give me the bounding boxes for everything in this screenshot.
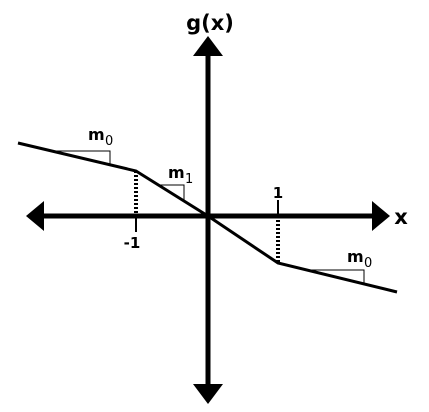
y-axis (193, 36, 223, 404)
y-axis-label: g(x) (186, 11, 234, 35)
x-axis-left-arrowhead (26, 201, 44, 231)
tick-label-neg-one: -1 (124, 234, 141, 252)
slope-label-middle: m 1 (168, 163, 193, 187)
y-axis-up-arrowhead (193, 36, 223, 56)
slope-triangle-left (54, 150, 111, 164)
slope-right-subscript: 0 (364, 256, 372, 271)
tick-label-pos-one: 1 (273, 184, 283, 202)
slope-triangle-middle (159, 184, 185, 201)
slope-right-m: m (347, 247, 364, 266)
slope-middle-subscript: 1 (185, 172, 193, 187)
slope-triangle-right (307, 269, 365, 283)
y-axis-down-arrowhead (193, 384, 223, 404)
slope-label-right: m 0 (347, 247, 372, 271)
function-g-curve (17, 141, 398, 294)
slope-label-left: m 0 (88, 125, 113, 149)
x-axis-label: x (394, 205, 408, 229)
slope-left-subscript: 0 (105, 134, 113, 149)
x-axis-right-arrowhead (372, 201, 390, 231)
slope-middle-m: m (168, 163, 185, 182)
slope-left-m: m (88, 125, 105, 144)
